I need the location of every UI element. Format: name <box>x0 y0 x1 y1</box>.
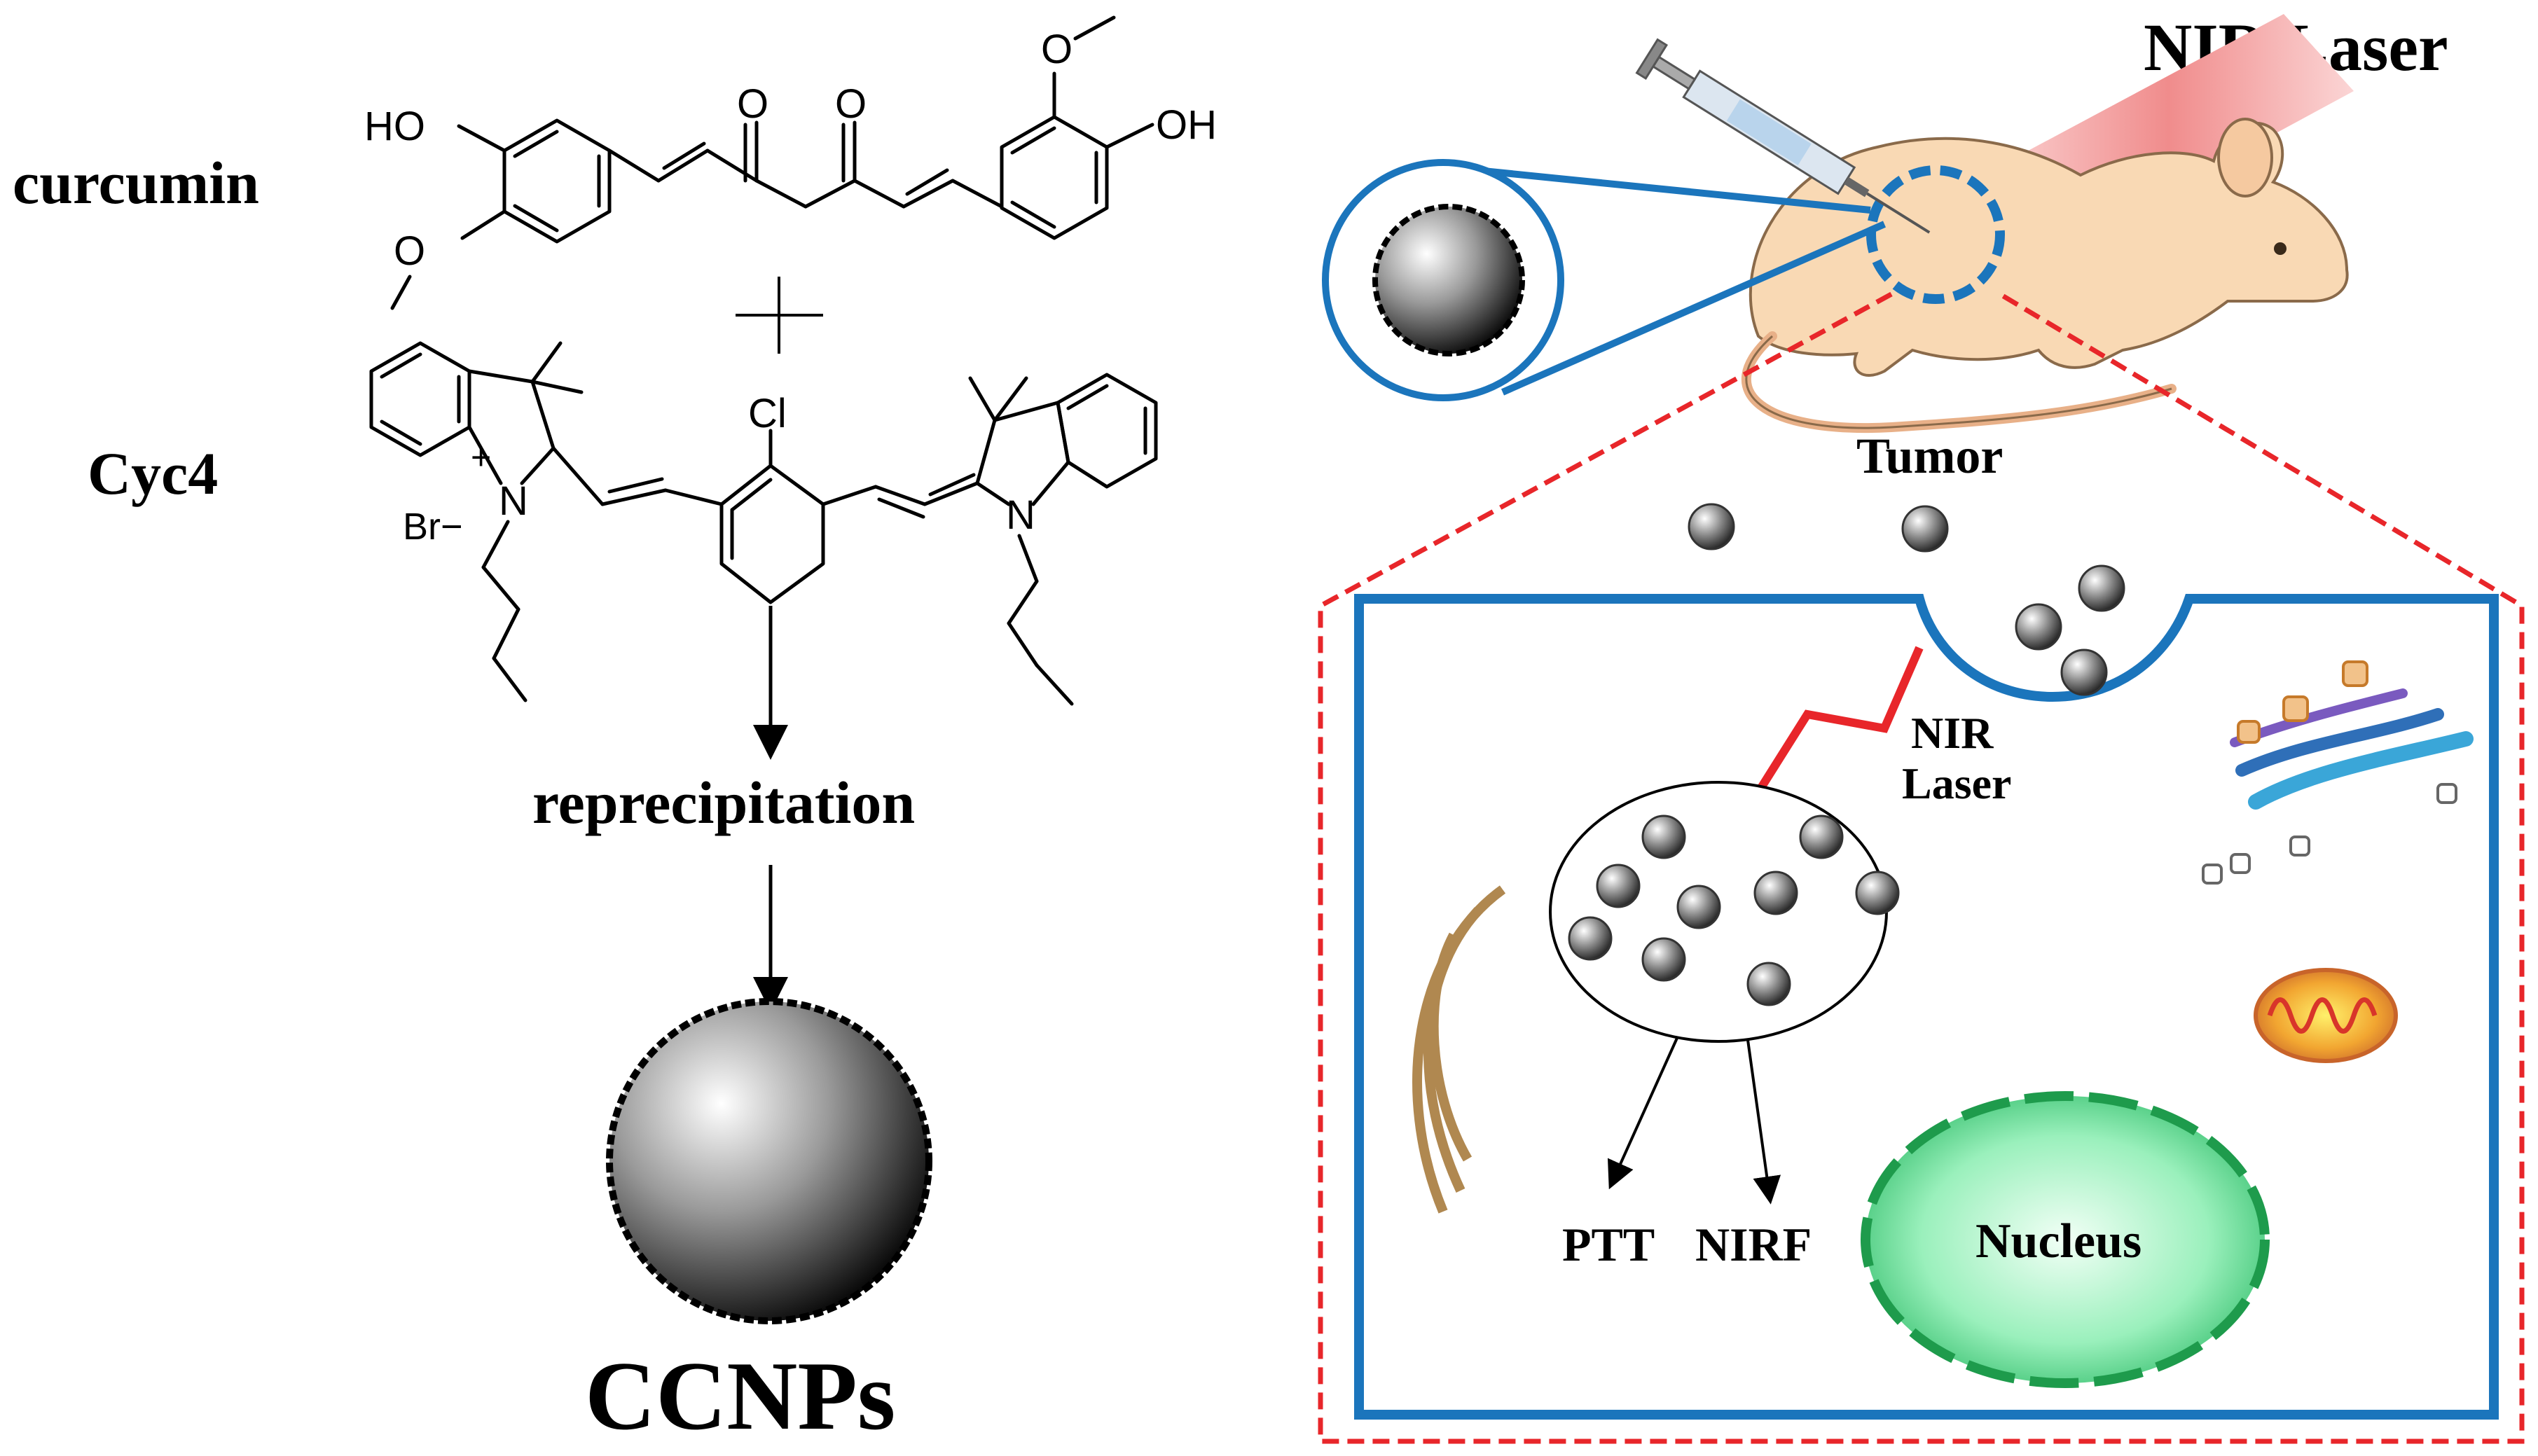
nanoparticle-icon <box>1676 885 1721 929</box>
zoom-line-bottom <box>1501 221 1887 396</box>
nucleus-label: Nucleus <box>1975 1214 2142 1268</box>
nirf-label: NIRF <box>1695 1218 1812 1271</box>
cl-atom: Cl <box>748 391 787 436</box>
oh-atom: OH <box>1156 102 1217 148</box>
tumor-site-marker <box>1866 165 2005 304</box>
zoom-line-top <box>1441 163 1871 214</box>
nanoparticle-icon <box>1855 871 1900 915</box>
left-panel: curcumin Cyc4 HO O O <box>13 15 1217 1450</box>
nucleus: Nucleus <box>1861 1091 2270 1388</box>
mitochondrion-icon <box>2254 968 2398 1063</box>
laser-label: Laser <box>1902 758 2011 808</box>
nanoparticle-icon <box>1753 871 1798 915</box>
arrow-to-ptt <box>1607 1036 1679 1190</box>
laser-bolt-icon <box>1744 646 1924 812</box>
o-atom-right: O <box>1041 27 1073 72</box>
curcumin-label: curcumin <box>13 149 259 216</box>
nanoparticle-icon <box>1641 937 1686 982</box>
cyc4-structure: + N Br− Cl <box>369 341 1158 706</box>
syringe-icon <box>1635 38 1931 234</box>
o-atom-left: O <box>394 228 425 274</box>
o-atom-ketone1: O <box>737 81 768 127</box>
cyc4-label: Cyc4 <box>88 440 218 507</box>
nanoparticle-icon <box>2078 564 2125 612</box>
nanoparticle-icon <box>1746 962 1791 1006</box>
nanoparticle-icon <box>1688 503 1735 550</box>
endoplasmic-reticulum-icon <box>1412 885 1506 1214</box>
nanoparticle-icon <box>1799 814 1844 859</box>
nanoparticle-icon <box>1596 864 1641 908</box>
nanoparticle-zoom-icon <box>1372 204 1525 356</box>
plus-charge: + <box>471 438 491 477</box>
br-counterion: Br− <box>403 506 463 548</box>
o-atom-ketone2: O <box>835 81 867 127</box>
golgi-icon <box>2202 660 2474 885</box>
ccnps-label: CCNPs <box>585 1342 895 1450</box>
ccnp-sphere-icon <box>606 998 932 1324</box>
n-atom-right: N <box>1006 492 1035 538</box>
reprecipitation-label: reprecipitation <box>532 769 915 836</box>
ptt-label: PTT <box>1562 1218 1655 1271</box>
nanoparticle-icon <box>2015 603 2062 651</box>
nanoparticle-icon <box>1641 814 1686 859</box>
nanoparticle-icon <box>1901 505 1949 553</box>
inset-frame <box>1318 291 2525 1444</box>
arrow-to-nirf <box>1746 1039 1781 1205</box>
right-panel: NIR Laser Tumor <box>1318 10 2525 1444</box>
n-atom-left: N <box>499 478 528 524</box>
nanoparticle-icon <box>2060 649 2108 696</box>
curcumin-structure: HO O O O <box>364 15 1217 310</box>
ho-atom: HO <box>364 104 425 149</box>
plus-sign <box>736 277 823 354</box>
tumor-label: Tumor <box>1856 428 2003 484</box>
nanoparticle-icon <box>1568 916 1613 961</box>
cell-membrane <box>1354 594 2499 1420</box>
nir-label: NIR <box>1911 708 1994 758</box>
